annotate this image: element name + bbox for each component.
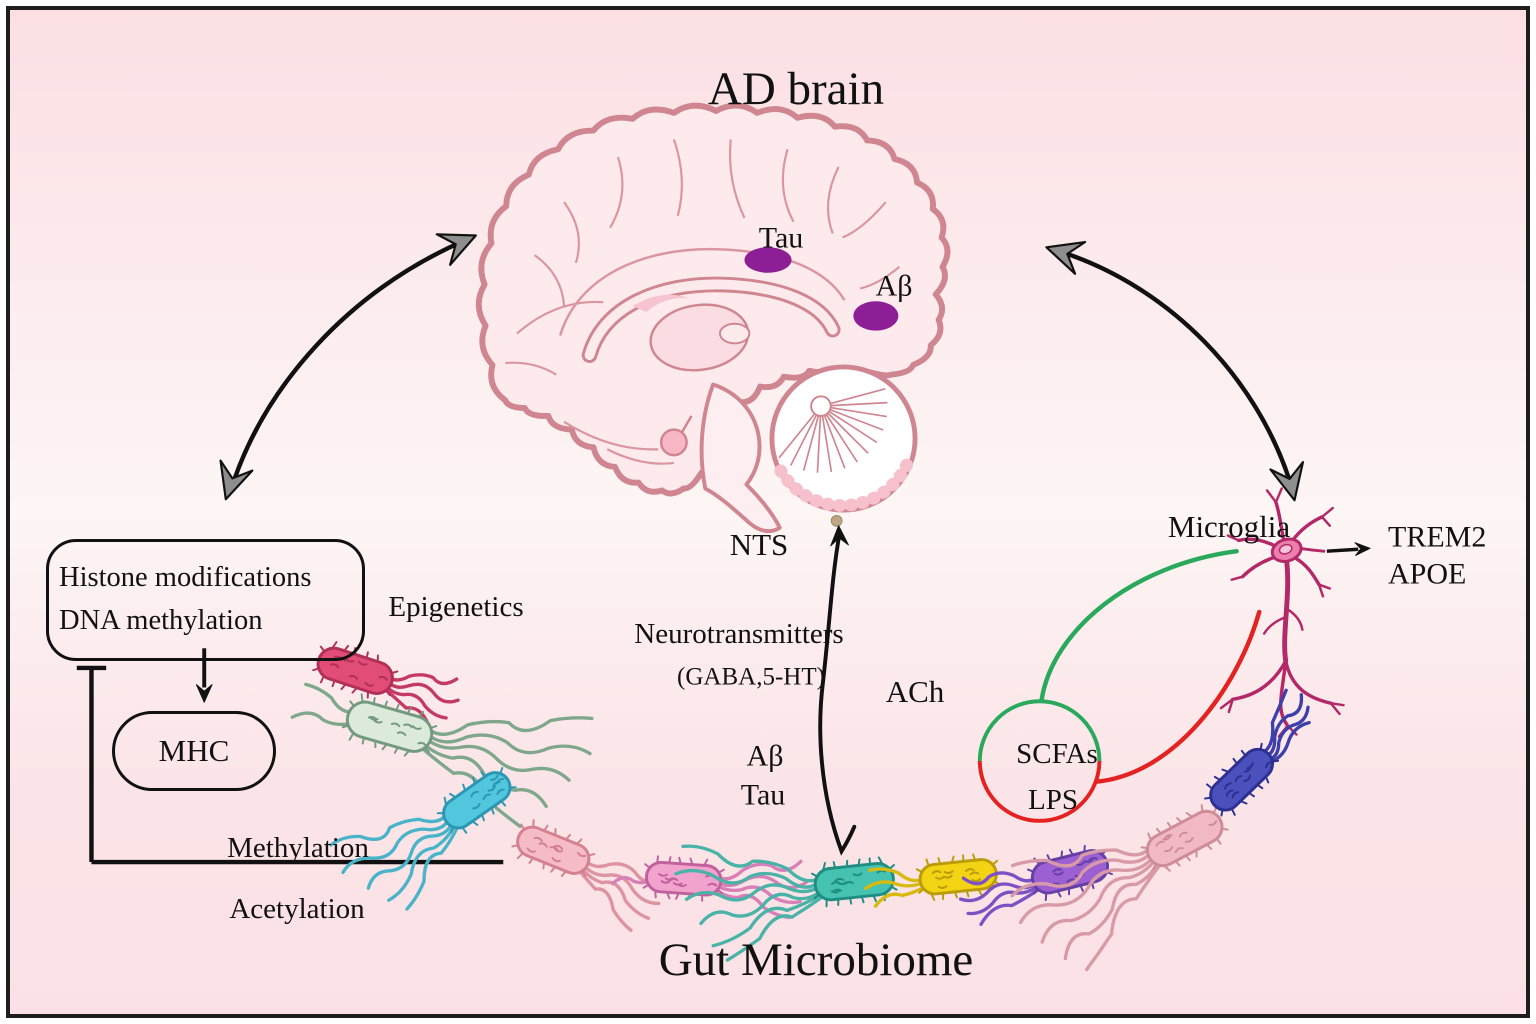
methylation-label: Methylation bbox=[227, 832, 369, 865]
mhc-box: MHC bbox=[112, 711, 276, 791]
acetylation-label: Acetylation bbox=[229, 893, 365, 926]
brain-gut-arrows bbox=[219, 233, 1305, 502]
histone-modifications-box: Histone modifications DNA methylation bbox=[46, 539, 365, 661]
fornix bbox=[632, 294, 690, 312]
bacterium-orchid bbox=[610, 855, 808, 920]
abeta-lesion bbox=[853, 301, 899, 331]
cerebrum-outline bbox=[475, 102, 951, 497]
gaba-5ht-label: (GABA,5-HT) bbox=[677, 663, 825, 691]
mhc-label: MHC bbox=[158, 733, 230, 768]
gut-microbiome-title: Gut Microbiome bbox=[658, 934, 974, 987]
scfa-green-arc bbox=[1039, 549, 1239, 703]
neurotransmitters-label: Neurotransmitters bbox=[634, 618, 844, 651]
bacterium-sage bbox=[290, 682, 594, 829]
abeta-mid-label: Aβ bbox=[746, 739, 784, 773]
ach-label: ACh bbox=[885, 673, 945, 709]
bacterium-pink bbox=[1010, 804, 1229, 972]
epigenetics-label: Epigenetics bbox=[388, 591, 524, 624]
figure-frame: AD brain Gut Microbiome Tau Aβ NTS Neuro… bbox=[6, 6, 1530, 1018]
histone-line2: DNA methylation bbox=[59, 605, 263, 636]
bacterium-indigo bbox=[1204, 688, 1311, 817]
brainstem bbox=[699, 382, 782, 534]
bacterium-cyan bbox=[329, 766, 517, 911]
page-title: AD brain bbox=[707, 63, 885, 116]
scfa-lps-circle bbox=[977, 549, 1262, 823]
abeta-brain-label: Aβ bbox=[875, 269, 913, 303]
bacterium-teal bbox=[674, 844, 898, 962]
apoe-label: APOE bbox=[1388, 557, 1467, 591]
epigenetics-lines bbox=[76, 648, 504, 865]
lps-red-arc bbox=[1094, 609, 1262, 784]
brain-illustration bbox=[475, 102, 951, 534]
scfas-label: SCFAs bbox=[1016, 738, 1098, 771]
pituitary bbox=[659, 428, 688, 457]
diagram-artwork bbox=[76, 102, 1371, 972]
tau-brain-label: Tau bbox=[758, 221, 804, 255]
tau-lesion bbox=[744, 247, 792, 273]
cerebellum bbox=[769, 364, 918, 513]
bacterium-lightpink bbox=[511, 819, 664, 932]
histone-line1: Histone modifications bbox=[59, 562, 312, 594]
nts-dot bbox=[830, 514, 843, 527]
trem2-label: TREM2 bbox=[1388, 520, 1487, 554]
tau-mid-label: Tau bbox=[740, 778, 786, 812]
microglia-trem2-arrow bbox=[1326, 542, 1371, 556]
lps-label: LPS bbox=[1028, 784, 1078, 817]
bacterium-yellow bbox=[864, 853, 1001, 908]
vagus-arrow bbox=[818, 525, 857, 856]
microglia-label: Microglia bbox=[1167, 508, 1291, 544]
nts-label: NTS bbox=[729, 526, 789, 562]
